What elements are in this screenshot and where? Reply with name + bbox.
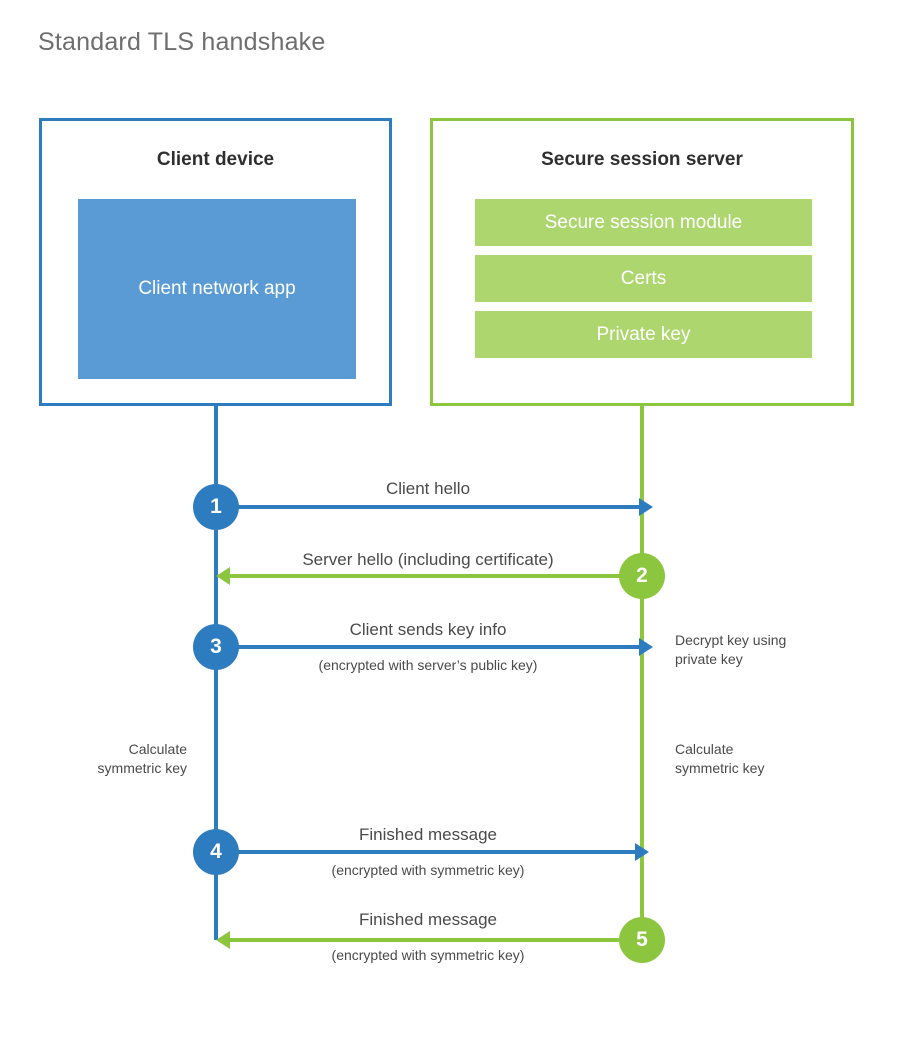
arrowhead-right-icon <box>639 498 653 516</box>
message-arrow-step-1 <box>216 498 653 516</box>
page-title: Standard TLS handshake <box>38 28 326 56</box>
message-arrow-step-2 <box>216 567 640 585</box>
secure-session-server-title: Secure session server <box>541 149 743 170</box>
note-server-calculate-symmetric-key: Calculate symmetric key <box>675 741 765 776</box>
server-module-private-key: Private key <box>475 311 812 358</box>
client-lifeline <box>214 406 218 940</box>
message-label-step-3: Client sends key info <box>349 620 507 639</box>
server-module-list: Secure session module Certs Private key <box>475 199 812 358</box>
client-network-app-block: Client network app <box>78 199 356 379</box>
message-sublabel-step-5: (encrypted with symmetric key) <box>331 947 525 963</box>
step-circle-3: 3 <box>193 624 239 670</box>
arrowhead-right-icon <box>639 638 653 656</box>
step-circle-1: 1 <box>193 484 239 530</box>
step-circle-2: 2 <box>619 553 665 599</box>
message-arrow-step-4 <box>216 843 649 861</box>
note-client-calculate-symmetric-key: Calculate symmetric key <box>97 741 187 776</box>
message-sublabel-step-3: (encrypted with server’s public key) <box>318 657 538 673</box>
step-circle-5: 5 <box>619 917 665 963</box>
message-label-step-4: Finished message <box>359 825 497 844</box>
secure-session-server-box: Secure session server Secure session mod… <box>430 118 854 406</box>
step-circle-4: 4 <box>193 829 239 875</box>
arrowhead-left-icon <box>216 567 230 585</box>
server-module-secure-session: Secure session module <box>475 199 812 246</box>
message-arrow-step-3 <box>216 638 653 656</box>
message-label-step-1: Client hello <box>385 479 471 498</box>
server-module-certs: Certs <box>475 255 812 302</box>
server-lifeline <box>640 406 644 939</box>
note-server-decrypt: Decrypt key using private key <box>675 632 787 667</box>
message-arrow-step-5 <box>216 931 619 949</box>
message-label-step-5: Finished message <box>359 910 497 929</box>
arrowhead-right-icon <box>635 843 649 861</box>
message-sublabel-step-4: (encrypted with symmetric key) <box>331 862 525 878</box>
message-label-step-2: Server hello (including certificate) <box>302 550 554 569</box>
client-device-box: Client device Client network app <box>39 118 392 406</box>
client-device-title: Client device <box>156 149 275 170</box>
arrowhead-left-icon <box>216 931 230 949</box>
